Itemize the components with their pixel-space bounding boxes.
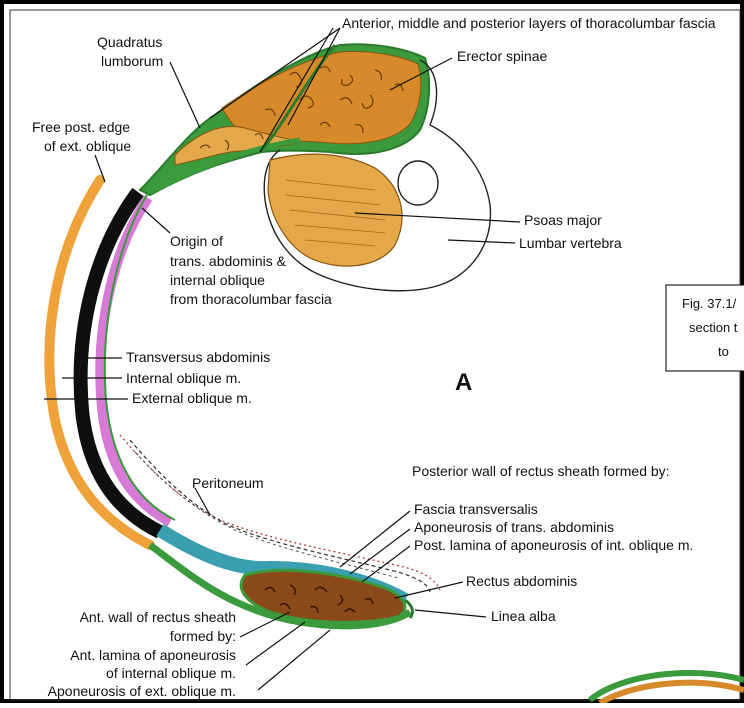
label-ant-wall-line2: formed by: — [170, 628, 236, 644]
label-ant-lamina-line1: Ant. lamina of aponeurosis — [70, 647, 236, 663]
label-quadratus-line2: lumborum — [101, 53, 163, 69]
label-ant-wall-line1: Ant. wall of rectus sheath — [80, 609, 236, 625]
label-quadratus-line1: Quadratus — [97, 34, 162, 50]
figure-letter: A — [455, 369, 472, 396]
label-origin-line3: internal oblique — [170, 272, 265, 288]
label-ant-lamina-line2: of internal oblique m. — [106, 665, 236, 681]
label-origin-line2: trans. abdominis & — [170, 253, 287, 269]
label-origin-line1: Origin of — [170, 233, 223, 249]
label-post-lamina: Post. lamina of aponeurosis of int. obli… — [414, 537, 693, 553]
label-aponeurosis-trans: Aponeurosis of trans. abdominis — [414, 519, 614, 535]
label-erector-spinae: Erector spinae — [457, 48, 547, 64]
caption-line-1: Fig. 37.1/ — [682, 296, 737, 311]
label-psoas-major: Psoas major — [524, 212, 602, 228]
vertebral-foramen — [398, 161, 438, 205]
label-thoracolumbar-layers: Anterior, middle and posterior layers of… — [342, 15, 716, 31]
caption-line-2: section t — [689, 320, 738, 335]
label-transversus-abdominis: Transversus abdominis — [126, 349, 270, 365]
label-free-post-edge-line2: of ext. oblique — [44, 138, 131, 154]
label-free-post-edge-line1: Free post. edge — [32, 119, 130, 135]
label-fascia-transversalis: Fascia transversalis — [414, 501, 538, 517]
label-linea-alba: Linea alba — [491, 608, 556, 624]
label-aponeurosis-ext: Aponeurosis of ext. oblique m. — [48, 683, 236, 699]
label-peritoneum: Peritoneum — [192, 475, 264, 491]
caption-line-3: to — [718, 344, 729, 359]
label-origin-line4: from thoracolumbar fascia — [170, 291, 332, 307]
label-posterior-wall-title: Posterior wall of rectus sheath formed b… — [412, 463, 670, 479]
label-rectus-abdominis: Rectus abdominis — [466, 573, 577, 589]
psoas-major-muscle — [268, 154, 402, 266]
label-lumbar-vertebra: Lumbar vertebra — [519, 235, 622, 251]
label-internal-oblique: Internal oblique m. — [126, 370, 241, 386]
label-external-oblique: External oblique m. — [132, 390, 252, 406]
